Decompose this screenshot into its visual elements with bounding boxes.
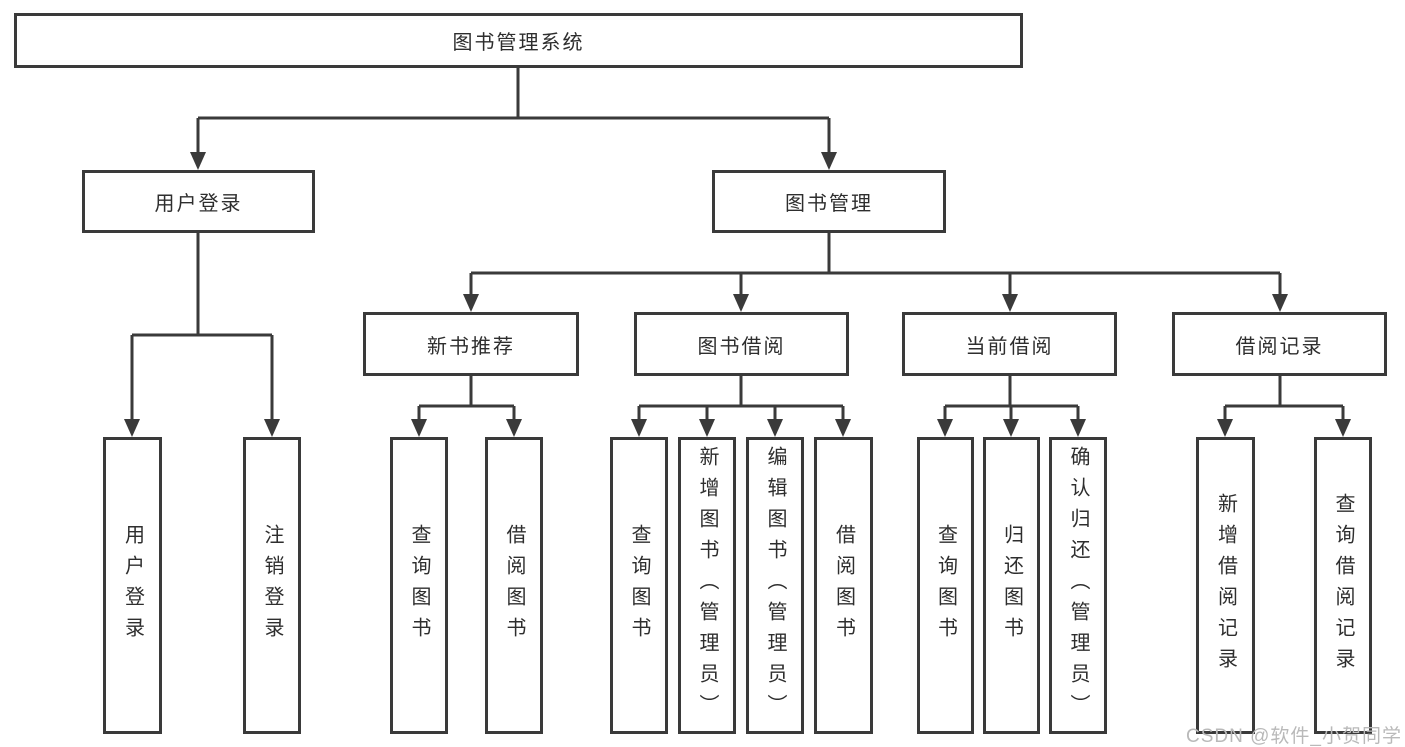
node-borrowing-records: 借阅记录 bbox=[1172, 312, 1387, 376]
leaf-edit-book-admin: 编辑图书（管理员） bbox=[746, 437, 804, 734]
leaf-confirm-return-admin-label: 确认归还（管理员） bbox=[1067, 446, 1089, 725]
leaf-query-book-3: 查询图书 bbox=[917, 437, 974, 734]
watermark: CSDN @软件_小贺同学 bbox=[1186, 726, 1402, 747]
node-current-borrowing: 当前借阅 bbox=[902, 312, 1117, 376]
node-user-login: 用户登录 bbox=[82, 170, 315, 233]
node-new-book-recommendation: 新书推荐 bbox=[363, 312, 579, 376]
leaf-return-book-label: 归还图书 bbox=[1000, 523, 1023, 648]
leaf-edit-book-admin-label: 编辑图书（管理员） bbox=[764, 446, 786, 725]
node-book-borrowing-label: 图书借阅 bbox=[697, 335, 786, 358]
node-book-management-label: 图书管理 bbox=[785, 193, 873, 215]
node-borrowing-records-label: 借阅记录 bbox=[1235, 335, 1324, 358]
leaf-query-book-2-label: 查询图书 bbox=[628, 523, 650, 648]
node-library-system-label: 图书管理系统 bbox=[452, 32, 585, 54]
leaf-user-login: 用户登录 bbox=[103, 437, 162, 734]
node-book-borrowing: 图书借阅 bbox=[634, 312, 849, 376]
node-current-borrowing-label: 当前借阅 bbox=[965, 335, 1054, 358]
leaf-borrow-book-2-label: 借阅图书 bbox=[832, 523, 855, 648]
node-library-system: 图书管理系统 bbox=[14, 13, 1023, 68]
leaf-borrow-book-1: 借阅图书 bbox=[485, 437, 543, 734]
connector-segments bbox=[130, 68, 1345, 422]
leaf-add-book-admin: 新增图书（管理员） bbox=[678, 437, 736, 734]
leaf-add-borrow-record-label: 新增借阅记录 bbox=[1214, 492, 1237, 679]
leaf-query-book-3-label: 查询图书 bbox=[934, 523, 957, 648]
leaf-borrow-book-1-label: 借阅图书 bbox=[503, 523, 525, 648]
leaf-query-book-2: 查询图书 bbox=[610, 437, 668, 734]
leaf-confirm-return-admin: 确认归还（管理员） bbox=[1049, 437, 1107, 734]
leaf-logout-label: 注销登录 bbox=[261, 523, 283, 648]
leaf-add-borrow-record: 新增借阅记录 bbox=[1196, 437, 1255, 734]
leaf-query-book-1-label: 查询图书 bbox=[408, 523, 430, 648]
arrow-down-icons bbox=[124, 152, 1351, 437]
leaf-add-book-admin-label: 新增图书（管理员） bbox=[696, 446, 718, 725]
leaf-return-book: 归还图书 bbox=[983, 437, 1040, 734]
leaf-query-borrow-record: 查询借阅记录 bbox=[1314, 437, 1372, 734]
leaf-logout: 注销登录 bbox=[243, 437, 301, 734]
node-new-book-recommendation-label: 新书推荐 bbox=[427, 335, 515, 358]
leaf-query-book-1: 查询图书 bbox=[390, 437, 448, 734]
leaf-query-borrow-record-label: 查询借阅记录 bbox=[1332, 492, 1354, 679]
leaf-borrow-book-2: 借阅图书 bbox=[814, 437, 873, 734]
node-user-login-label: 用户登录 bbox=[154, 193, 243, 215]
leaf-user-login-label: 用户登录 bbox=[121, 523, 144, 648]
node-book-management: 图书管理 bbox=[712, 170, 946, 233]
